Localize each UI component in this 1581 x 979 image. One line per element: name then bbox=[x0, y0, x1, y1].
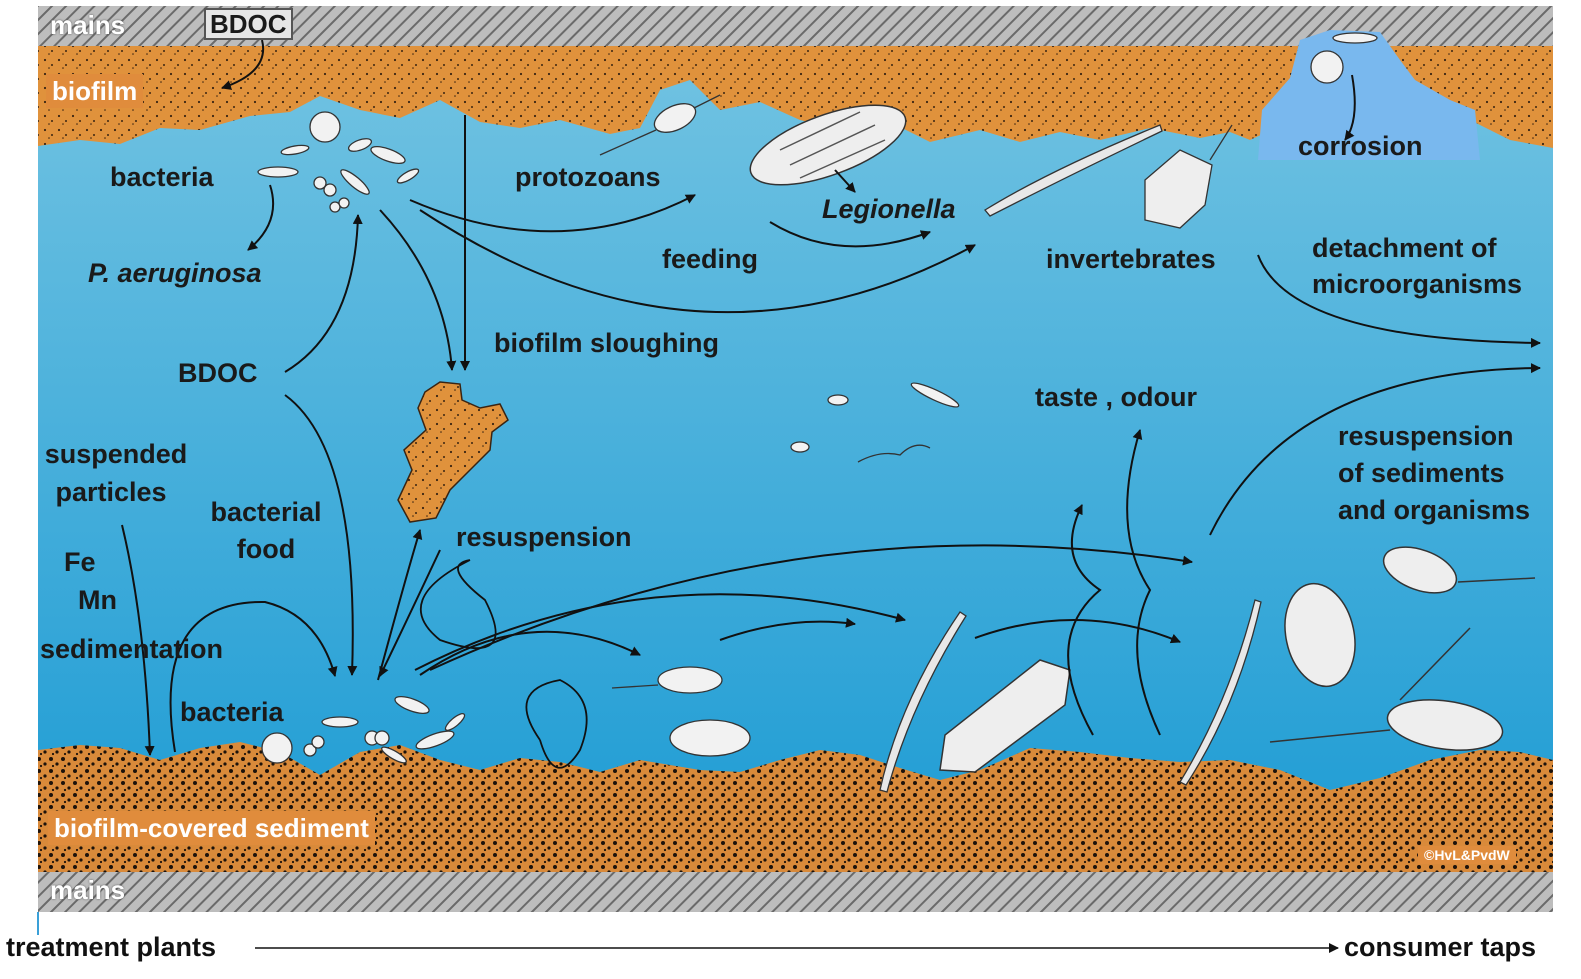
sediment-label: biofilm-covered sediment bbox=[48, 811, 375, 845]
bacteria-bottom-label: bacteria bbox=[180, 696, 284, 728]
resuspension-sediments-label-line2: of sediments bbox=[1338, 457, 1505, 489]
protozoans-label: protozoans bbox=[515, 161, 661, 193]
bacterial-food-label-line1: bacterial bbox=[200, 496, 332, 528]
bdoc-mid-label: BDOC bbox=[178, 357, 258, 389]
detachment-label-line1: detachment of bbox=[1312, 232, 1497, 264]
mains-top-label: mains bbox=[44, 8, 131, 42]
biofilm-label: biofilm bbox=[46, 74, 143, 108]
taste-odour-label: taste , odour bbox=[1035, 381, 1197, 413]
axis-right-label: consumer taps bbox=[1344, 932, 1536, 963]
copyright-notice: ©HvL&PvdW bbox=[1418, 846, 1516, 864]
axis-left-label: treatment plants bbox=[6, 932, 216, 963]
bacterial-food-label-line2: food bbox=[200, 533, 332, 565]
resuspension-label: resuspension bbox=[456, 521, 632, 553]
invertebrates-label: invertebrates bbox=[1046, 243, 1216, 275]
feeding-label: feeding bbox=[662, 243, 758, 275]
resuspension-sediments-label-line1: resuspension bbox=[1338, 420, 1514, 452]
resuspension-sediments-label-line3: and organisms bbox=[1338, 494, 1530, 526]
p-aeruginosa-label: P. aeruginosa bbox=[88, 257, 262, 289]
pipe-wall-bottom bbox=[38, 872, 1553, 912]
bacteria-top-label: bacteria bbox=[110, 161, 214, 193]
corrosion-label: corrosion bbox=[1298, 130, 1423, 162]
fe-label: Fe bbox=[64, 546, 96, 578]
biofilm-sloughing-label: biofilm sloughing bbox=[494, 327, 719, 359]
detachment-label-line2: microorganisms bbox=[1312, 268, 1522, 300]
suspended-label-line1: suspended bbox=[36, 438, 196, 470]
mn-label: Mn bbox=[78, 584, 117, 616]
suspended-label-line2: particles bbox=[36, 476, 186, 508]
sedimentation-label: sedimentation bbox=[40, 633, 223, 665]
mains-bottom-label: mains bbox=[44, 873, 131, 907]
legionella-label: Legionella bbox=[822, 193, 956, 225]
bdoc-top-label: BDOC bbox=[204, 8, 293, 40]
